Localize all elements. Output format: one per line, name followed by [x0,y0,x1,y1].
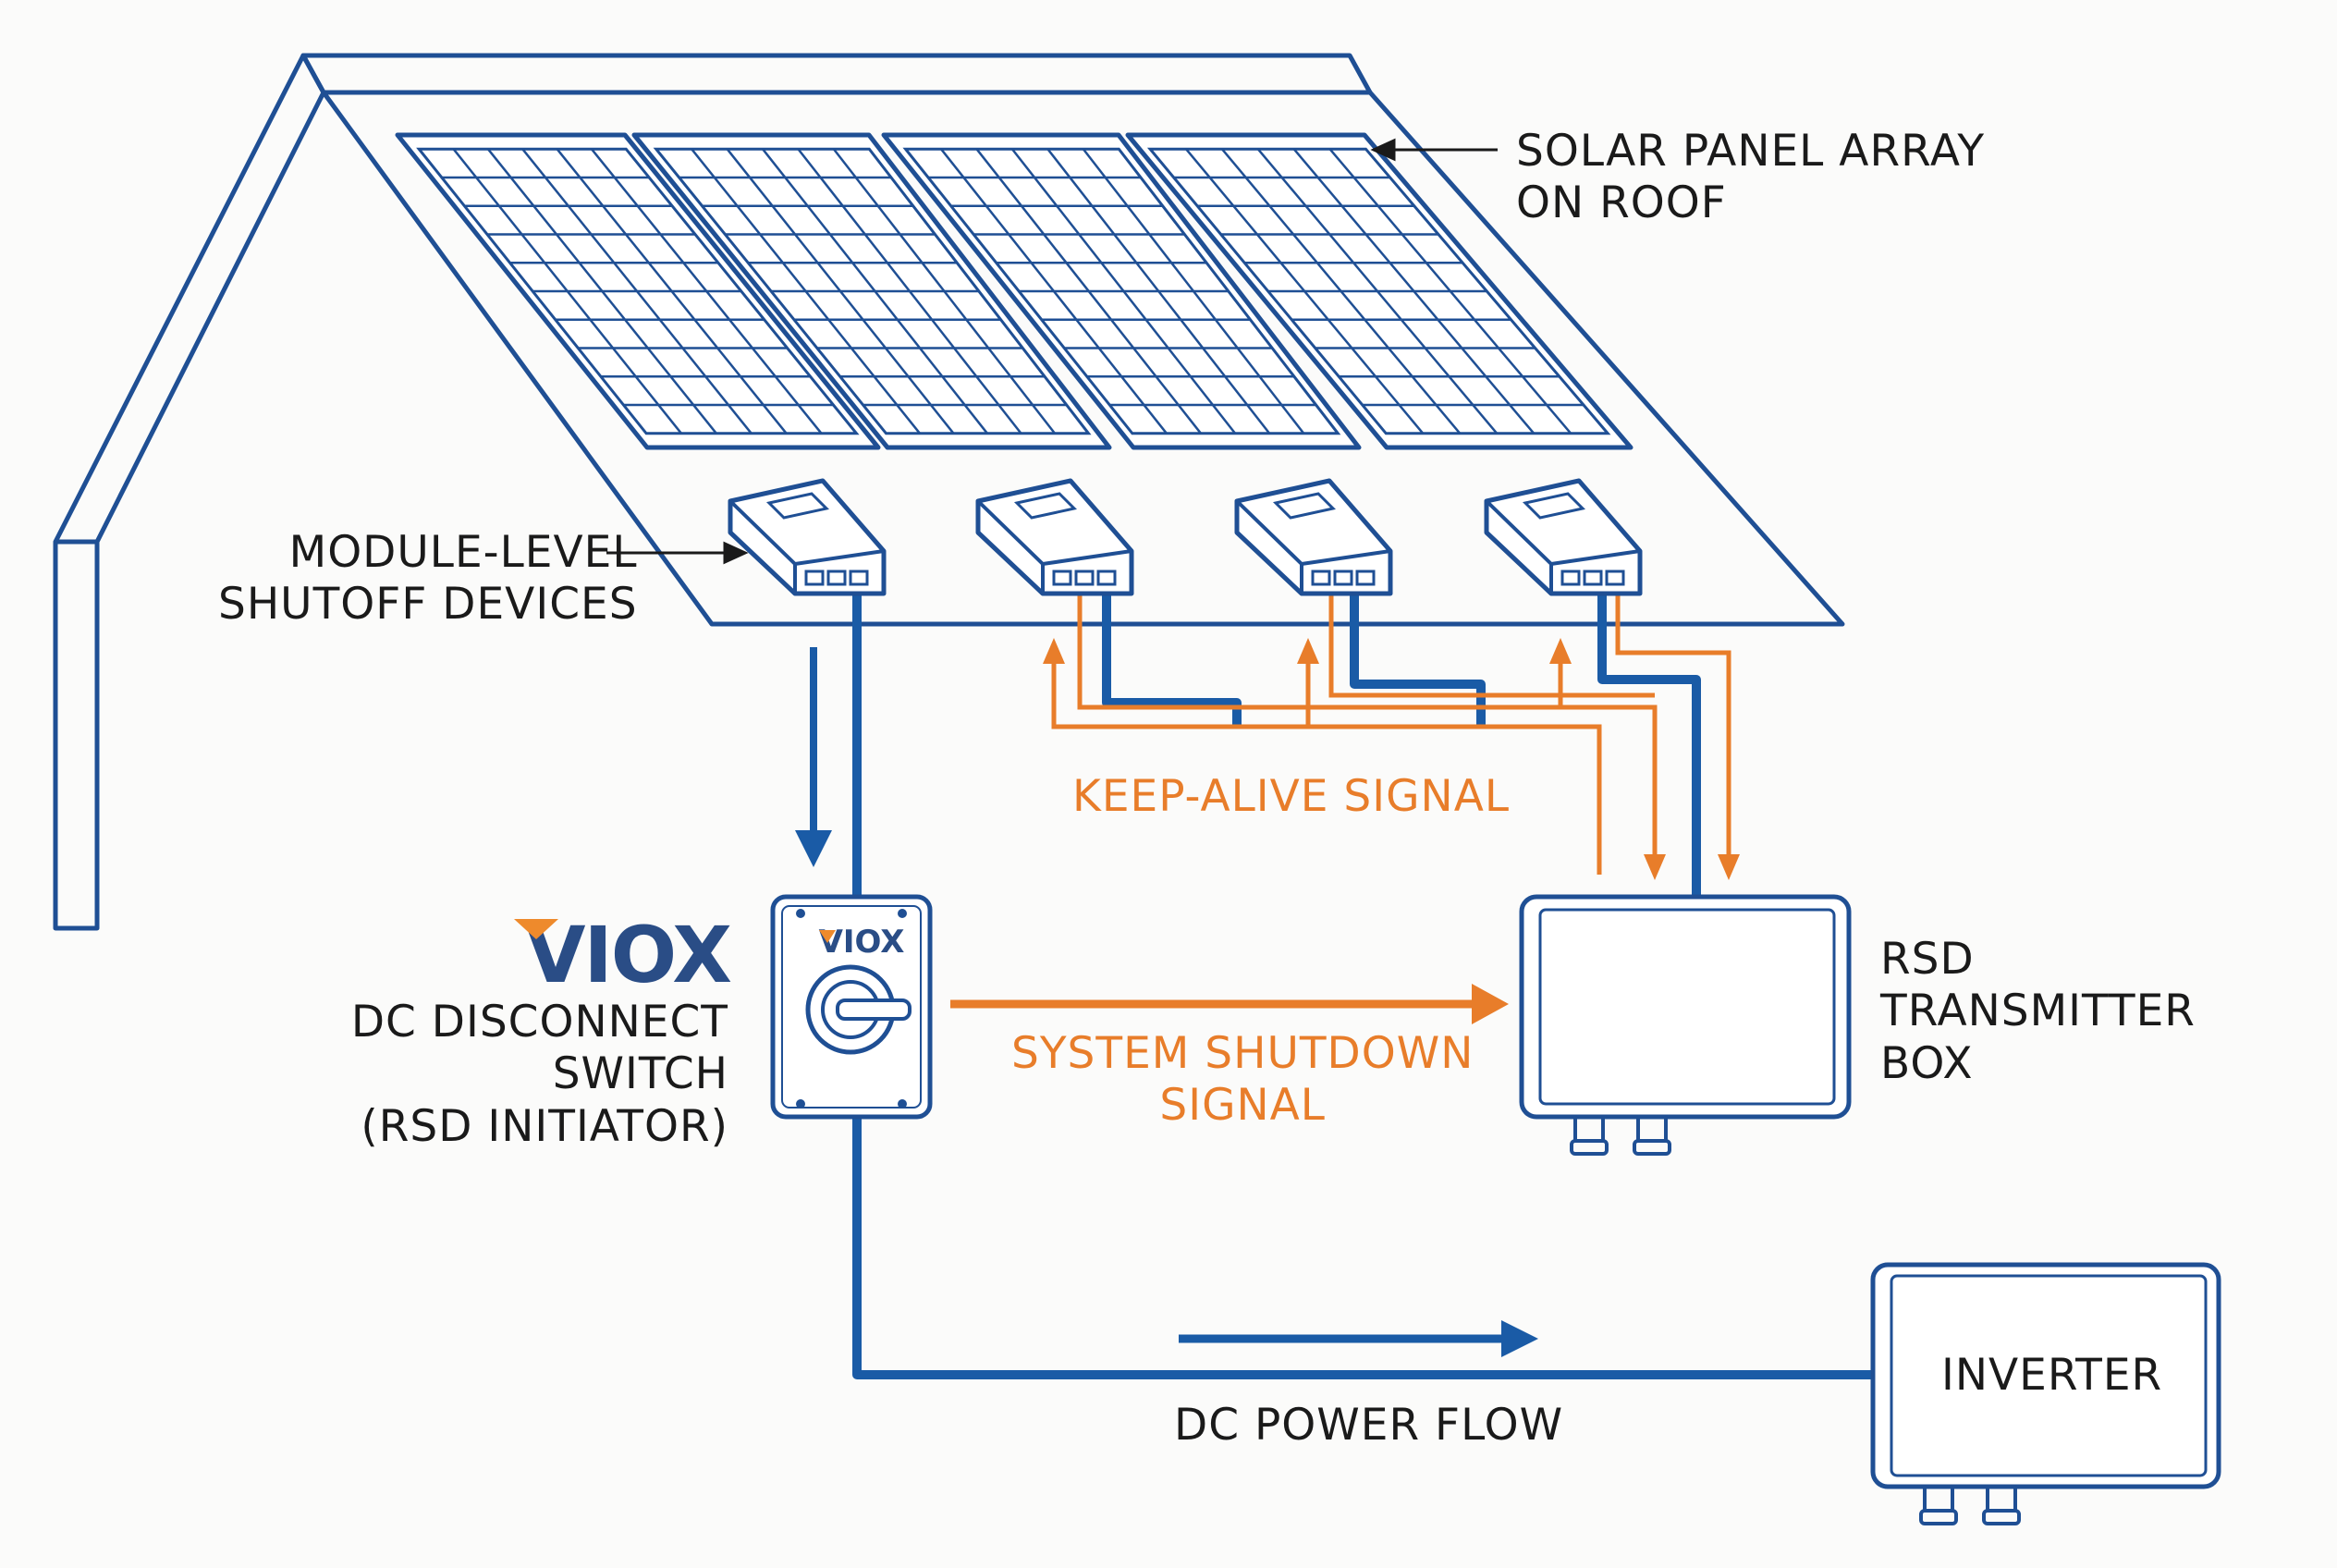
switch-badge: VIOX [819,924,905,961]
arrow-up-module-2 [1043,638,1065,664]
rsd-cable-glands [1570,1115,1671,1156]
keep-alive-bus [1051,656,1602,875]
rsd-transmitter-box [1519,894,1852,1156]
module-level-shutoff-label: MODULE-LEVEL SHUTOFF DEVICES [218,527,638,631]
dc-cables [852,592,1877,1379]
roof [53,53,1845,931]
shutoff-device-1 [728,478,887,596]
inverter-cable-glands [1919,1485,2021,1525]
switch-badge-accent [819,930,836,943]
solar-panel-1 [395,132,881,450]
solar-panel-4 [1125,132,1633,450]
inverter-box [1870,1262,2221,1525]
module-level-shutoff-devices [728,478,1643,596]
dc-down-arrow [795,647,832,867]
dc-cable-module-2 [1102,592,1242,725]
dc-cable-switch-to-inverter [852,1117,1877,1379]
pointer-arrows [606,138,1498,565]
arrow-down-rsd-1 [1644,854,1666,880]
viox-logo-accent [514,919,558,939]
keep-alive-line-c [1328,592,1655,698]
solar-panel-3 [881,132,1362,450]
roof-eave [53,542,100,931]
system-shutdown-arrow [950,984,1509,1024]
arrow-up-module-3 [1297,638,1319,664]
rsd-transmitter-box-label: RSD TRANSMITTER BOX [1880,934,2196,1089]
keep-alive-arrowheads [1043,638,1740,880]
keep-alive-signal-lines [1051,592,1731,875]
shutoff-device-4 [1484,478,1643,596]
system-shutdown-signal-label: SYSTEM SHUTDOWN SIGNAL [1011,1028,1474,1132]
inverter-label: INVERTER [1941,1350,2163,1401]
dc-power-flow-arrow [1179,1320,1538,1357]
roof-plane [321,90,1845,627]
solar-panel-array-label: SOLAR PANEL ARRAY ON ROOF [1516,126,1986,229]
arrow-down-rsd-2 [1718,854,1740,880]
keep-alive-line-f [1615,592,1731,862]
solar-panel-array [395,132,1633,450]
dc-disconnect-switch-label: DC DISCONNECT SWITCH (RSD INITIATOR) [350,997,728,1152]
roof-ridge [300,53,1373,95]
viox-logo: VIOX [514,910,733,1000]
roof-gable [53,53,326,545]
viox-logo-text: VIOX [526,910,732,1000]
solar-panel-2 [631,132,1112,450]
arrow-up-module-4 [1549,638,1572,664]
shutoff-device-3 [1234,478,1393,596]
shutoff-device-2 [975,478,1134,596]
rotary-handle-icon[interactable] [805,964,912,1055]
dc-cable-module-4 [1597,592,1701,895]
dc-disconnect-switch: VIOX [770,894,933,1120]
keep-alive-signal-label: KEEP-ALIVE SIGNAL [1072,771,1511,822]
dc-cable-module-3 [1350,592,1486,725]
dc-power-flow-label: DC POWER FLOW [1174,1400,1564,1451]
keep-alive-line-b [1077,592,1658,860]
